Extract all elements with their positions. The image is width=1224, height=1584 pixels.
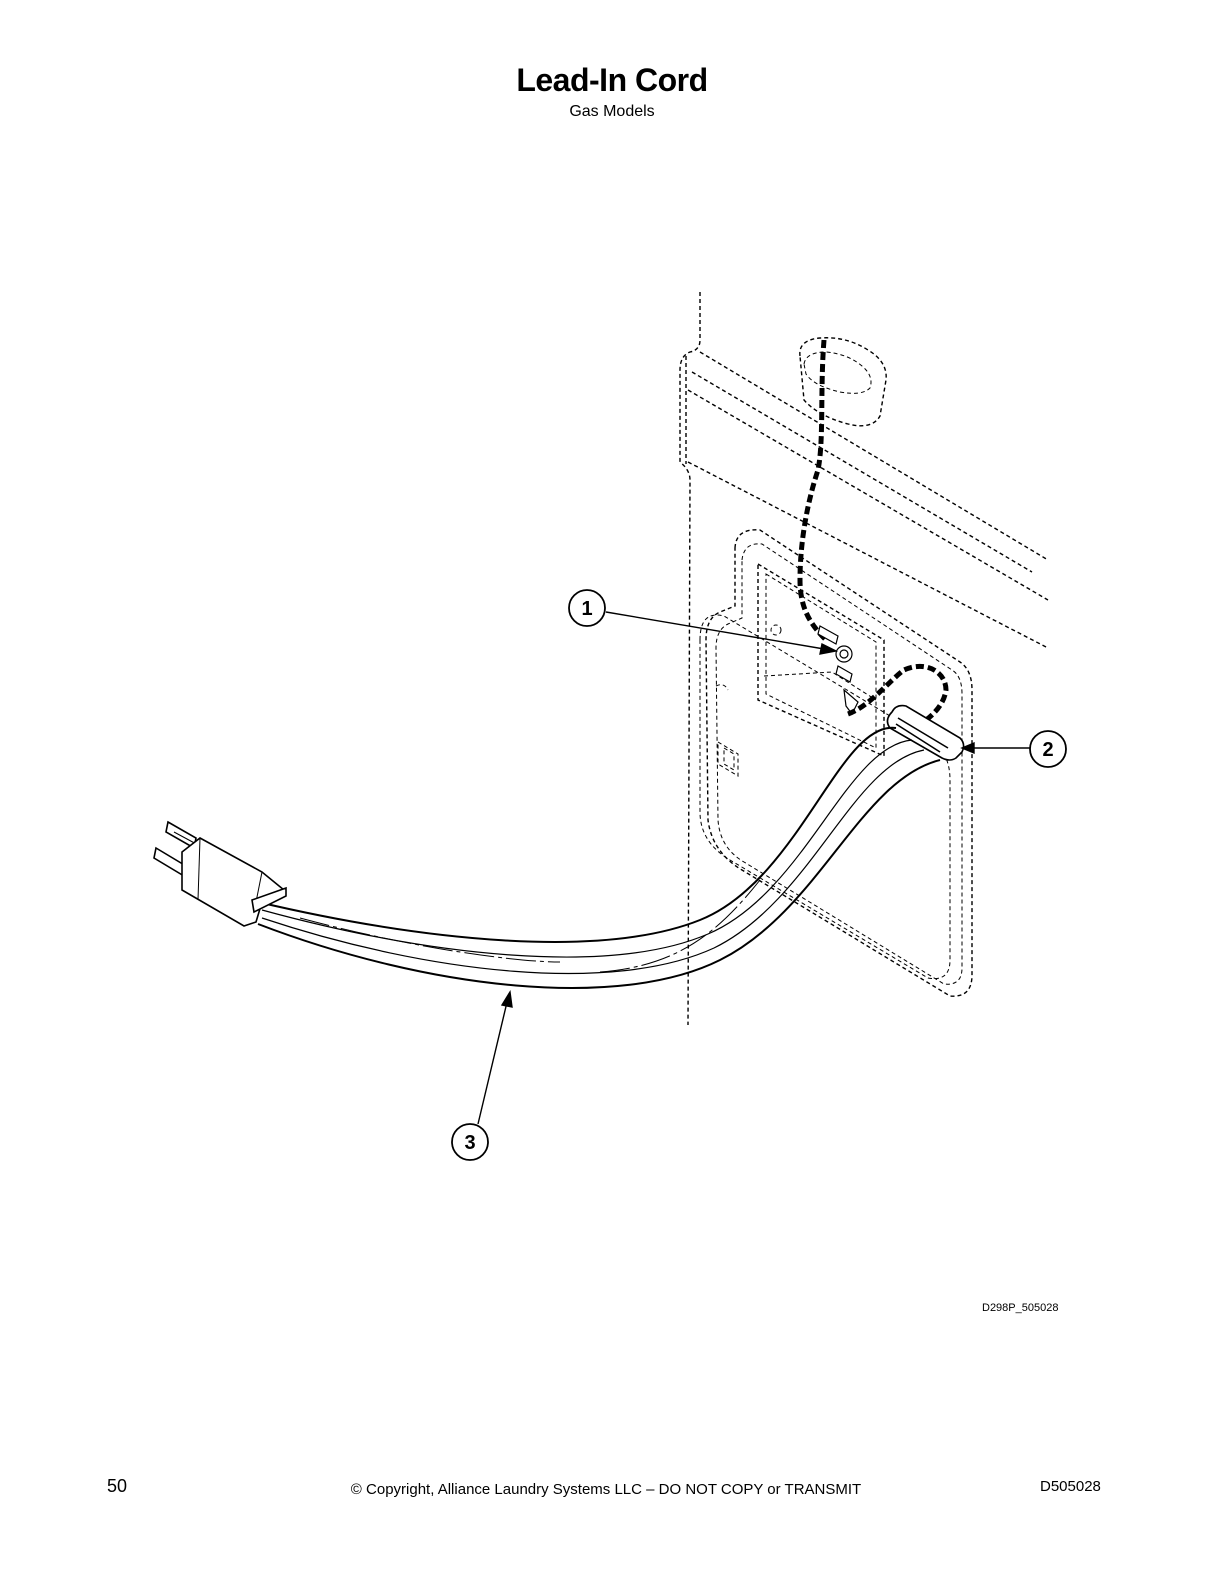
page-subtitle: Gas Models	[569, 103, 655, 120]
page-number: 50	[107, 1476, 128, 1496]
leader-lines	[477, 611, 1030, 1125]
strain-relief-bushing	[886, 704, 965, 761]
document-number: D505028	[1040, 1478, 1101, 1495]
page-title: Lead-In Cord	[516, 62, 708, 98]
callout-3-number: 3	[464, 1132, 475, 1154]
callout-1: 1	[568, 589, 606, 627]
drawing-code: D298P_505028	[982, 1302, 1059, 1314]
cabinet-outline	[679, 292, 1049, 1026]
callout-2: 2	[1029, 730, 1067, 768]
callout-1-number: 1	[581, 598, 592, 620]
internal-wire	[797, 339, 949, 722]
callout-3: 3	[451, 1123, 489, 1161]
plug	[153, 820, 287, 927]
copyright-notice: © Copyright, Alliance Laundry Systems LL…	[350, 1481, 862, 1498]
callout-2-number: 2	[1042, 739, 1053, 761]
ground-screw	[817, 625, 859, 716]
power-cord	[257, 726, 941, 989]
